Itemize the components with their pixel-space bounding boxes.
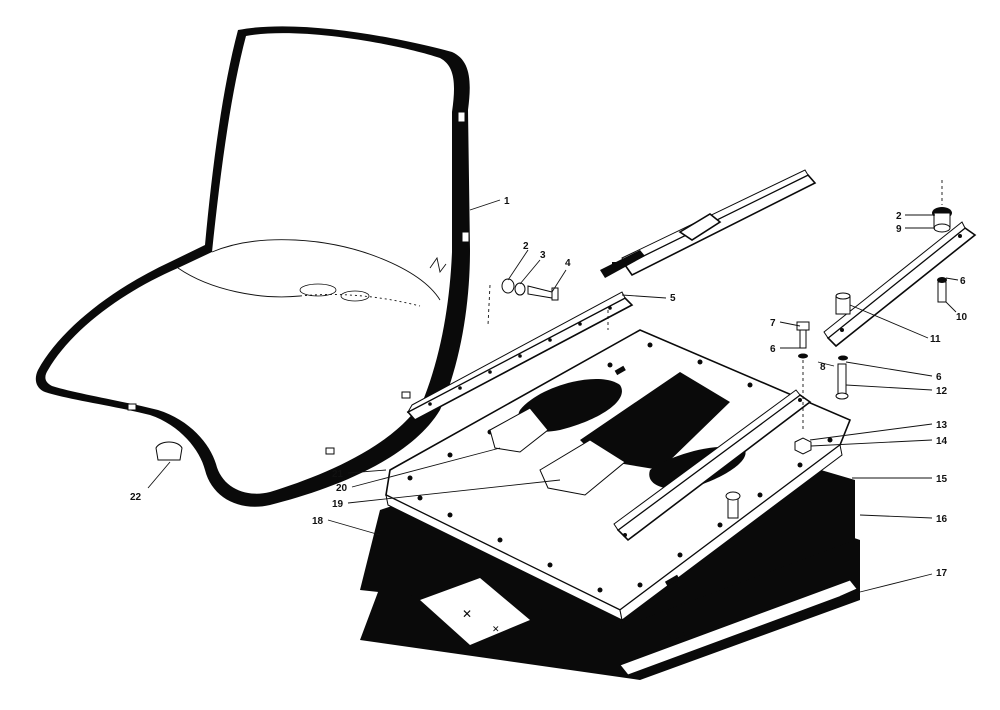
base-plates: ✕ ✕: [360, 329, 860, 680]
callout-5: 5: [670, 293, 676, 304]
callout-4: 4: [565, 258, 571, 269]
slide-rail-upper: [600, 169, 817, 278]
slide-rail-far: [823, 221, 977, 348]
callout-1: 1: [504, 196, 510, 207]
callout-11: 11: [930, 334, 941, 345]
svg-text:✕: ✕: [462, 607, 472, 621]
callout-22: 22: [130, 492, 142, 503]
callout-6: 6: [936, 372, 942, 383]
callout-3: 3: [540, 250, 546, 261]
slide-rail-right: [613, 389, 812, 542]
callout-21: 21: [332, 469, 344, 480]
callout-6: 6: [960, 276, 966, 287]
callout-8: 8: [820, 362, 826, 373]
slide-rail-left: [406, 291, 634, 422]
callout-16: 16: [936, 514, 948, 525]
callout-20: 20: [336, 483, 348, 494]
pads: [489, 407, 626, 496]
callout-9: 9: [896, 224, 902, 235]
callout-6: 6: [770, 344, 776, 355]
callout-10: 10: [956, 312, 968, 323]
svg-text:✕: ✕: [492, 624, 500, 634]
leader-lines: [147, 180, 959, 593]
callout-7: 7: [770, 318, 776, 329]
callout-2: 2: [896, 211, 902, 222]
callout-12: 12: [936, 386, 948, 397]
callout-19: 19: [332, 499, 344, 510]
callout-18: 18: [312, 516, 324, 527]
callout-labels: 1 2 3 4 5 2 9 6 10 7 6 8 11 6 12 13 14 1…: [130, 196, 968, 579]
callout-14: 14: [936, 436, 948, 447]
seat-shell: [35, 26, 470, 507]
callout-15: 15: [936, 474, 948, 485]
callout-2: 2: [523, 241, 529, 252]
callout-17: 17: [936, 568, 948, 579]
hardware: [155, 207, 952, 604]
callout-13: 13: [936, 420, 948, 431]
